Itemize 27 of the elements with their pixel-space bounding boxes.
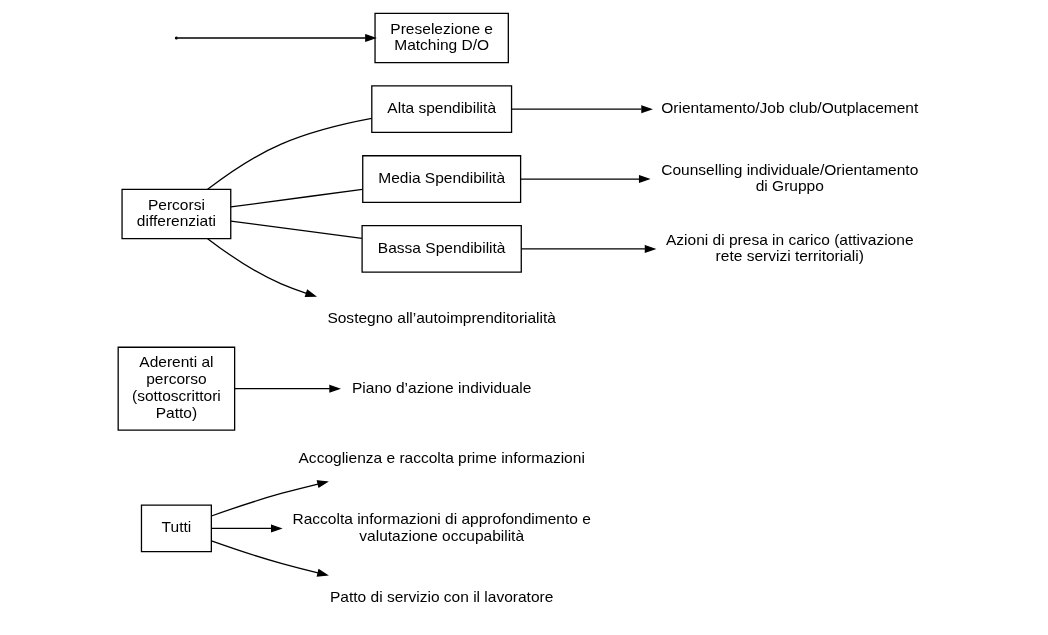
arrow (206, 238, 317, 298)
arrow (210, 540, 329, 577)
node-box: Preselezione e Matching D/O (373, 12, 509, 64)
node-box: Media Spendibilità (361, 155, 521, 203)
arrow (510, 105, 653, 114)
connector (229, 220, 363, 240)
node-box: Aderenti al percorso (sottoscrittori Patto) (117, 346, 235, 431)
node-text: Patto di servizio con il lavoratore (329, 588, 553, 606)
arrow (176, 33, 377, 43)
node-text: Raccolta informazioni di approfondimento e valutazione occupabilità (291, 510, 591, 544)
arrow (520, 244, 656, 253)
arrow (210, 524, 283, 533)
arrow (233, 384, 341, 393)
node-text: Sostegno all’autoimprenditorialità (326, 308, 556, 326)
node-box: Bassa Spendibilità (360, 224, 522, 273)
node-text: Counselling individuale/Orientamento di Gruppo (660, 160, 918, 195)
node-text: Orientamento/Job club/Outplacement (660, 99, 918, 117)
node-box: Alta spendibilità (370, 85, 512, 134)
arrow (210, 480, 329, 517)
connector (206, 117, 372, 190)
node-text: Piano d’azione individuale (351, 378, 531, 396)
node-text: Accoglienza e raccolta prime informazioni (298, 448, 585, 466)
node-box: Percorsi differenziati (120, 188, 231, 240)
arrow (519, 174, 651, 184)
node-text: Azioni di presa in carico (attivazione rete servizi territoriali) (665, 230, 914, 265)
node-box: Tutti (140, 504, 212, 553)
connector (229, 188, 363, 208)
